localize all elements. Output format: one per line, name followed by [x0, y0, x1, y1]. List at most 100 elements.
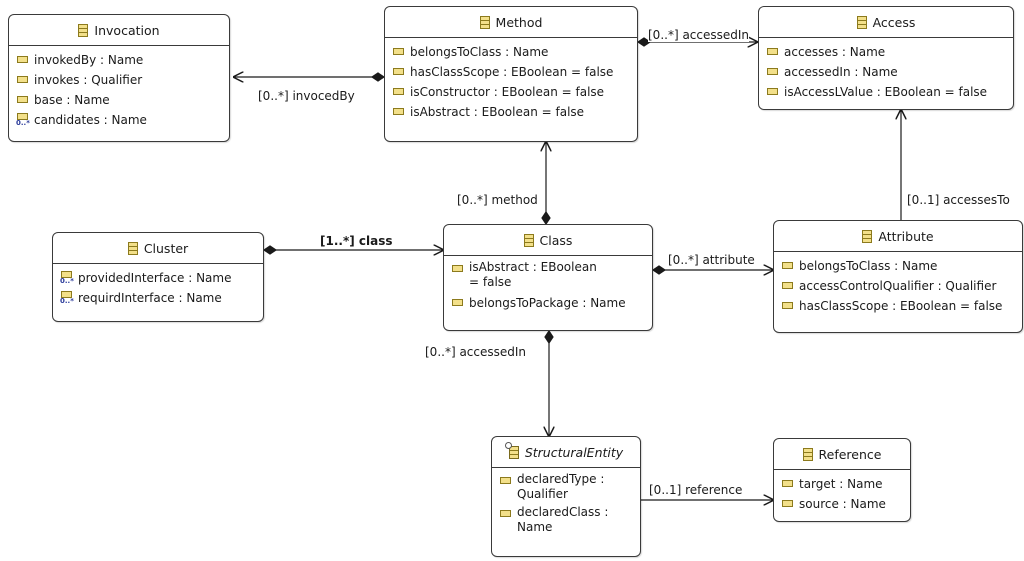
- label-accessedin-class: [0..*] accessedIn: [425, 345, 527, 359]
- attribute-row[interactable]: isAbstract : EBoolean = false: [393, 102, 637, 122]
- composition-diamond: [651, 265, 667, 275]
- attribute-label: accessedIn : Name: [784, 65, 898, 79]
- attribute-row[interactable]: invokes : Qualifier: [17, 70, 229, 90]
- class-structuralentity[interactable]: StructuralEntity declaredType : Qualifier…: [491, 436, 641, 557]
- attribute-row[interactable]: accessedIn : Name: [767, 62, 1013, 82]
- class-icon: [523, 233, 534, 247]
- attribute-label: candidates : Name: [34, 113, 147, 127]
- attribute-icon: [767, 88, 778, 95]
- attribute-icon: [767, 48, 778, 55]
- class-name: Cluster: [143, 240, 189, 256]
- class-name: Method: [495, 14, 543, 30]
- attribute-row[interactable]: hasClassScope : EBoolean = false: [782, 296, 1022, 316]
- class-header: Cluster: [53, 233, 263, 264]
- attribute-label: belongsToClass : Name: [799, 259, 938, 273]
- attribute-icon: [17, 56, 28, 63]
- attribute-row[interactable]: target : Name: [782, 474, 910, 494]
- attribute-row[interactable]: source : Name: [782, 494, 910, 514]
- label-method: [0..*] method: [457, 193, 538, 207]
- attribute-row[interactable]: declaredClass : Name: [500, 505, 640, 535]
- attribute-icon: [782, 500, 793, 507]
- class-header: StructuralEntity: [492, 437, 640, 468]
- attribute-list: isAbstract : EBoolean = false belongsToPa…: [444, 256, 652, 313]
- attribute-label: isAccessLValue : EBoolean = false: [784, 85, 988, 99]
- attribute-row[interactable]: invokedBy : Name: [17, 50, 229, 70]
- attribute-icon: [767, 68, 778, 75]
- attribute-list: accesses : Name accessedIn : Name isAccess…: [759, 38, 1013, 102]
- attribute-icon: [782, 480, 793, 487]
- attribute-list: target : Name source : Name: [774, 470, 910, 514]
- attribute-label: belongsToClass : Name: [410, 45, 549, 59]
- label-class: [1..*] class: [320, 234, 393, 248]
- abstract-class-icon: [504, 441, 519, 459]
- attribute-label: hasClassScope : EBoolean = false: [410, 65, 614, 79]
- class-icon: [479, 15, 490, 29]
- attribute-label: declaredType : Qualifier: [517, 472, 605, 501]
- attribute-row[interactable]: isAccessLValue : EBoolean = false: [767, 82, 1013, 102]
- attribute-icon: [393, 68, 404, 75]
- attribute-row[interactable]: providedInterface : Name: [60, 268, 263, 288]
- class-name: Reference: [818, 446, 882, 462]
- attribute-row[interactable]: base : Name: [17, 90, 229, 110]
- class-access[interactable]: Access accesses : Name accessedIn : Name is…: [758, 6, 1014, 110]
- class-name: Access: [872, 14, 916, 30]
- composition-diamond: [541, 210, 551, 226]
- attribute-icon: [452, 265, 463, 272]
- attribute-icon: [782, 302, 793, 309]
- attribute-row[interactable]: candidates : Name: [16, 110, 229, 130]
- composition-diamond: [544, 329, 554, 345]
- class-header: Method: [385, 7, 637, 38]
- composition-diamond: [636, 37, 652, 47]
- attribute-icon: [782, 262, 793, 269]
- attribute-row[interactable]: requirdInterface : Name: [60, 288, 263, 308]
- attribute-row[interactable]: accessControlQualifier : Qualifier: [782, 276, 1022, 296]
- class-class[interactable]: Class isAbstract : EBoolean = false belong…: [443, 224, 653, 331]
- class-header: Invocation: [9, 15, 229, 46]
- attribute-row[interactable]: belongsToPackage : Name: [452, 293, 652, 313]
- class-reference[interactable]: Reference target : Name source : Name: [773, 438, 911, 522]
- class-attribute[interactable]: Attribute belongsToClass : Name accessCont…: [773, 220, 1023, 333]
- attribute-label: source : Name: [799, 497, 886, 511]
- composition-diamond: [262, 245, 278, 255]
- attribute-icon: [782, 282, 793, 289]
- attribute-icon: [500, 510, 511, 517]
- attribute-icon: [17, 96, 28, 103]
- attribute-list: belongsToClass : Name accessControlQualif…: [774, 252, 1022, 316]
- attribute-row[interactable]: belongsToClass : Name: [393, 42, 637, 62]
- attribute-label: belongsToPackage : Name: [469, 296, 626, 310]
- attribute-icon: [393, 108, 404, 115]
- class-icon: [862, 229, 873, 243]
- attribute-row[interactable]: declaredType : Qualifier: [500, 472, 640, 502]
- class-icon: [802, 447, 813, 461]
- label-attribute: [0..*] attribute: [668, 253, 755, 267]
- multi-valued-attribute-icon: [60, 291, 74, 305]
- multi-valued-attribute-icon: [60, 271, 74, 285]
- class-icon: [856, 15, 867, 29]
- class-method[interactable]: Method belongsToClass : Name hasClassScope…: [384, 6, 638, 142]
- label-accessesto: [0..1] accessesTo: [907, 193, 1010, 207]
- class-invocation[interactable]: Invocation invokedBy : Name invokes : Qual…: [8, 14, 230, 142]
- attribute-label: accessControlQualifier : Qualifier: [799, 279, 997, 293]
- multi-valued-attribute-icon: [16, 113, 30, 127]
- composition-diamond: [370, 72, 386, 82]
- class-cluster[interactable]: Cluster providedInterface : NamerequirdIn…: [52, 232, 264, 322]
- attribute-row[interactable]: belongsToClass : Name: [782, 256, 1022, 276]
- label-accessedin-method: [0..*] accessedIn: [648, 28, 750, 42]
- attribute-label: invokedBy : Name: [34, 53, 144, 67]
- class-name: Class: [539, 232, 573, 248]
- attribute-row[interactable]: isAbstract : EBoolean = false: [452, 260, 652, 290]
- class-name: StructuralEntity: [524, 444, 624, 460]
- label-reference: [0..1] reference: [649, 483, 743, 497]
- class-header: Attribute: [774, 221, 1022, 252]
- attribute-row[interactable]: accesses : Name: [767, 42, 1013, 62]
- attribute-row[interactable]: isConstructor : EBoolean = false: [393, 82, 637, 102]
- attribute-row[interactable]: hasClassScope : EBoolean = false: [393, 62, 637, 82]
- class-icon: [127, 241, 138, 255]
- attribute-icon: [393, 88, 404, 95]
- label-invocedby: [0..*] invocedBy: [258, 89, 355, 103]
- class-header: Class: [444, 225, 652, 256]
- attribute-label: hasClassScope : EBoolean = false: [799, 299, 1003, 313]
- attribute-label: isAbstract : EBoolean = false: [469, 260, 597, 289]
